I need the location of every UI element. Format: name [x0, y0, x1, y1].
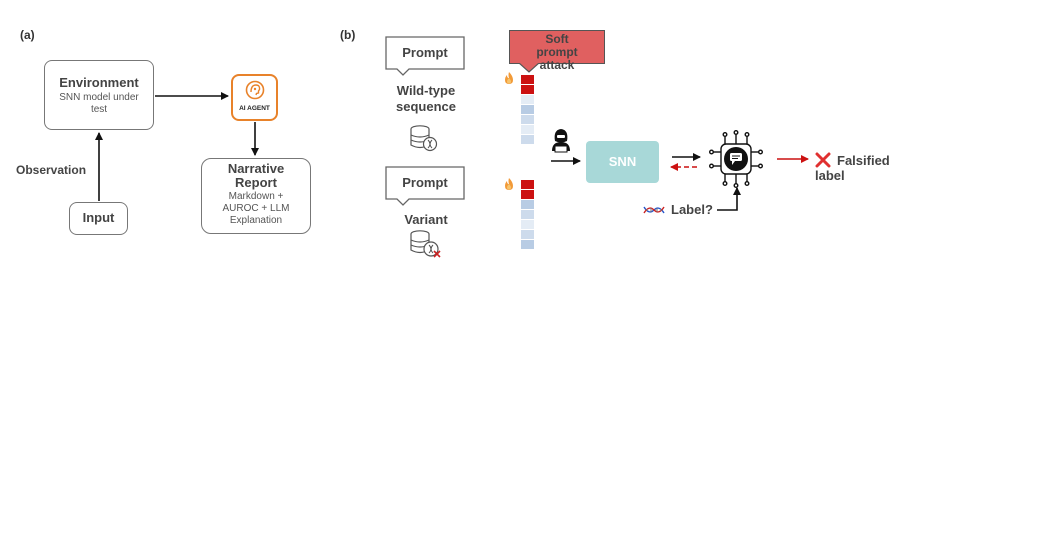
observation-label: Observation — [16, 163, 87, 177]
soft-token — [521, 85, 534, 94]
fire-icon-bottom — [505, 178, 513, 190]
cross-icon — [815, 152, 831, 168]
soft-prompt-attack-label: Soft prompt attack — [536, 32, 578, 72]
panel-b-label: (b) — [340, 28, 356, 42]
fire-icon-top — [505, 72, 513, 84]
environment-box: Environment SNN model under test — [44, 60, 154, 130]
prompt-callout-bottom: Prompt — [385, 166, 465, 206]
ai-agent-label: AI AGENT — [239, 105, 270, 112]
prompt-bottom-label: Prompt — [402, 175, 448, 190]
token-column-bottom — [521, 180, 534, 250]
sequence-token — [521, 200, 534, 209]
ai-chip-icon — [709, 130, 764, 188]
sequence-token — [521, 135, 534, 144]
input-box: Input — [69, 202, 128, 235]
soft-prompt-attack-banner: Soft prompt attack — [509, 30, 605, 72]
wild-type-label: Wild-type sequence — [396, 83, 456, 114]
environment-title: Environment — [59, 75, 139, 90]
label-question: Label? — [671, 202, 713, 217]
sequence-token — [521, 115, 534, 124]
sequence-token — [521, 105, 534, 114]
sequence-token — [521, 210, 534, 219]
database-variant-icon — [410, 230, 441, 258]
report-subtitle: Markdown + AUROC + LLM Explanation — [222, 191, 290, 226]
prompt-top-label: Prompt — [402, 45, 448, 60]
falsified-label: Falsified label — [815, 153, 890, 183]
ai-agent-badge: AI AGENT — [231, 74, 278, 121]
sequence-token — [521, 125, 534, 134]
brain-icon — [245, 80, 264, 100]
label-to-chip-arrow — [717, 187, 741, 211]
token-column-top — [521, 75, 534, 145]
narrative-report-box: Narrative Report Markdown + AUROC + LLM … — [201, 158, 311, 234]
dna-icon — [643, 206, 665, 214]
sequence-token — [521, 230, 534, 239]
report-title: Narrative Report — [227, 161, 285, 190]
sequence-token — [521, 240, 534, 249]
hacker-icon — [552, 129, 570, 153]
banner-pointer — [519, 63, 539, 73]
database-dna-icon — [410, 125, 438, 152]
input-label: Input — [82, 210, 115, 225]
snn-box: SNN — [586, 141, 659, 183]
prompt-callout-top: Prompt — [385, 36, 465, 76]
sequence-token — [521, 220, 534, 229]
variant-label: Variant — [404, 212, 448, 227]
soft-token — [521, 180, 534, 189]
sequence-token — [521, 95, 534, 104]
environment-subtitle: SNN model under test — [59, 92, 139, 115]
snn-label: SNN — [608, 154, 637, 169]
panel-a-label: (a) — [20, 28, 35, 42]
soft-token — [521, 190, 534, 199]
soft-token — [521, 75, 534, 84]
